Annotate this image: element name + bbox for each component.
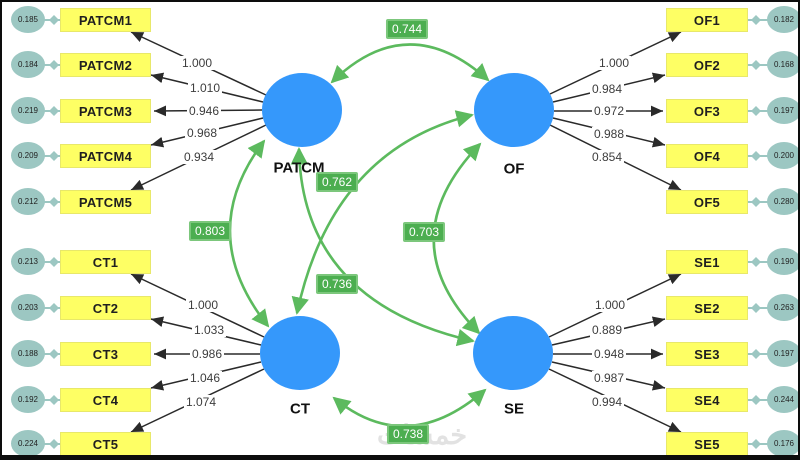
loading-value: 0.946	[186, 104, 222, 118]
loading-value: 1.000	[592, 298, 628, 312]
cov-arrow-patcm-se	[290, 147, 475, 347]
error-circle[interactable]: 0.212	[11, 188, 45, 215]
error-circle[interactable]: 0.176	[767, 430, 798, 455]
loading-value: 0.988	[591, 127, 627, 141]
error-circle[interactable]: 0.197	[767, 97, 798, 124]
error-circle[interactable]: 0.213	[11, 248, 45, 275]
covariance-label-patcm-se[interactable]: 0.736	[315, 274, 359, 294]
error-circle[interactable]: 0.185	[11, 6, 45, 33]
covariance-label-patcm-ct[interactable]: 0.803	[188, 221, 232, 241]
indicator-box[interactable]: PATCM4	[60, 144, 151, 168]
indicator-box[interactable]: CT4	[60, 388, 151, 412]
error-circle[interactable]: 0.280	[767, 188, 798, 215]
error-connector-diamonds	[49, 15, 761, 449]
covariance-label-patcm-of[interactable]: 0.744	[385, 19, 429, 39]
loading-value: 1.033	[191, 323, 227, 337]
construct-circle-ct[interactable]	[260, 316, 340, 390]
indicator-box[interactable]: SE1	[666, 250, 748, 274]
error-circle[interactable]: 0.197	[767, 340, 798, 367]
error-circle[interactable]: 0.263	[767, 294, 798, 321]
error-circle[interactable]: 0.190	[767, 248, 798, 275]
loading-value: 0.987	[591, 371, 627, 385]
indicator-box[interactable]: PATCM2	[60, 53, 151, 77]
construct-label-ct: CT	[290, 400, 310, 418]
error-circle[interactable]: 0.209	[11, 142, 45, 169]
covariance-label-ct-of[interactable]: 0.762	[315, 172, 359, 192]
indicator-box[interactable]: PATCM3	[60, 99, 151, 123]
loading-value: 0.984	[589, 82, 625, 96]
loading-value: 1.074	[183, 395, 219, 409]
construct-label-se: SE	[503, 400, 525, 418]
indicator-box[interactable]: OF3	[666, 99, 748, 123]
indicator-box[interactable]: OF1	[666, 8, 748, 32]
indicator-box[interactable]: SE4	[666, 388, 748, 412]
error-circle[interactable]: 0.200	[767, 142, 798, 169]
indicator-box[interactable]: CT5	[60, 432, 151, 455]
error-circle[interactable]: 0.203	[11, 294, 45, 321]
indicator-box[interactable]: OF4	[666, 144, 748, 168]
error-circle[interactable]: 0.192	[11, 386, 45, 413]
error-circle[interactable]: 0.188	[11, 340, 45, 367]
indicator-box[interactable]: PATCM1	[60, 8, 151, 32]
error-circle[interactable]: 0.168	[767, 51, 798, 78]
loading-value: 0.986	[189, 347, 225, 361]
cov-arrow-patcm-of	[330, 43, 490, 84]
construct-circle-se[interactable]	[473, 316, 553, 390]
indicator-box[interactable]: OF2	[666, 53, 748, 77]
loading-value: 1.000	[596, 56, 632, 70]
loading-value: 1.000	[179, 56, 215, 70]
loading-value: 1.010	[187, 81, 223, 95]
indicator-box[interactable]: SE2	[666, 296, 748, 320]
indicator-box[interactable]: CT3	[60, 342, 151, 366]
indicator-box[interactable]: CT1	[60, 250, 151, 274]
loading-value: 0.968	[184, 126, 220, 140]
loading-value: 1.000	[185, 298, 221, 312]
error-circle[interactable]: 0.219	[11, 97, 45, 124]
error-circle[interactable]: 0.224	[11, 430, 45, 455]
covariance-label-of-se[interactable]: 0.703	[402, 222, 446, 242]
loading-value: 0.948	[591, 347, 627, 361]
indicator-box[interactable]: PATCM5	[60, 190, 151, 214]
indicator-box[interactable]: SE5	[666, 432, 748, 455]
construct-circle-patcm[interactable]	[262, 73, 342, 147]
indicator-box[interactable]: CT2	[60, 296, 151, 320]
error-circle[interactable]: 0.244	[767, 386, 798, 413]
error-circle[interactable]: 0.184	[11, 51, 45, 78]
construct-label-of: OF	[503, 160, 525, 178]
loading-value: 0.994	[589, 395, 625, 409]
loading-value: 0.854	[589, 150, 625, 164]
construct-circle-of[interactable]	[474, 73, 554, 147]
loading-value: 0.889	[589, 323, 625, 337]
loading-value: 0.972	[591, 104, 627, 118]
loading-value: 0.934	[181, 150, 217, 164]
indicator-box[interactable]: SE3	[666, 342, 748, 366]
covariance-label-ct-se[interactable]: 0.738	[386, 424, 430, 444]
arrows-layer	[42, 15, 770, 449]
indicator-box[interactable]: OF5	[666, 190, 748, 214]
error-circle[interactable]: 0.182	[767, 6, 798, 33]
loading-value: 1.046	[187, 371, 223, 385]
cov-arrow-patcm-ct	[228, 139, 270, 328]
